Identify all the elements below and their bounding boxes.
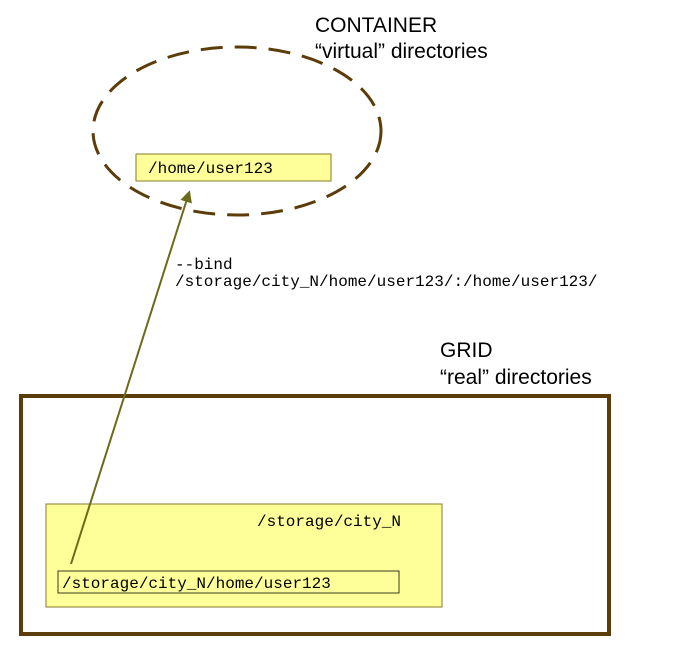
grid-subtitle: “real” directories [440,366,592,389]
grid-title: GRID [440,339,493,362]
container-title: CONTAINER [315,14,437,37]
grid-box [19,394,611,636]
bind-mapping: /storage/city_N/home/user123/:/home/user… [175,273,597,291]
storage-home-path: /storage/city_N/home/user123 [62,575,331,593]
container-ellipse [91,45,383,217]
bind-flag: --bind [175,256,233,274]
storage-city-path: /storage/city_N [257,513,401,531]
container-home-path: /home/user123 [148,160,273,178]
container-home-box [135,153,332,182]
storage-home-box [57,570,400,594]
container-subtitle: “virtual” directories [315,40,488,63]
bind-arrow [70,190,192,565]
